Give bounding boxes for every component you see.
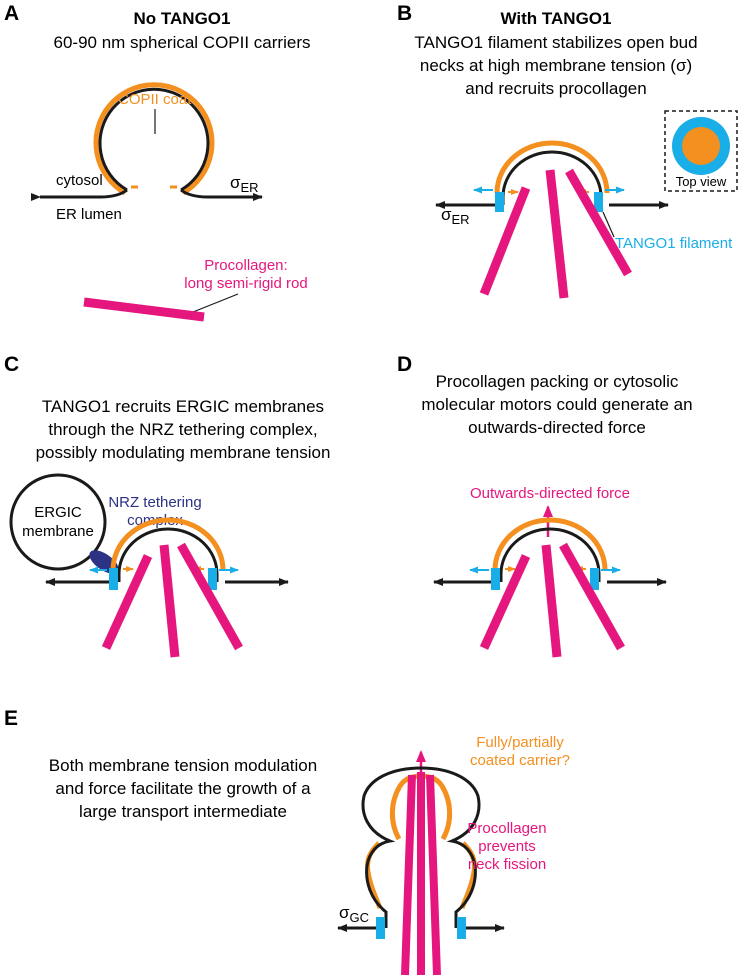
top-view-label: Top view	[676, 174, 727, 189]
d-coat-arc	[492, 517, 608, 571]
e-procollagen-1	[401, 774, 416, 976]
ergic-label-1: ERGIC	[34, 504, 82, 521]
top-view-box	[664, 110, 738, 192]
coated-carrier-label-1: Fully/partially	[476, 734, 564, 751]
panel-c-line1: TANGO1 recruits ERGIC membranes	[42, 397, 324, 416]
procollagen-neck-label-2: prevents	[478, 838, 536, 855]
procollagen-label-1: Procollagen:	[204, 257, 287, 274]
coated-carrier-label-2: coated carrier?	[470, 752, 570, 769]
d-procollagen-right	[559, 542, 625, 651]
c-procollagen-right	[177, 542, 243, 651]
b-procollagen-right	[565, 168, 632, 277]
procollagen-rod	[83, 297, 205, 322]
panel-e: E Both membrane tension modulation and f…	[4, 707, 570, 976]
panel-b-line1: TANGO1 filament stabilizes open bud	[414, 33, 697, 52]
sigma-er-a: σER	[230, 173, 259, 195]
force-label: Outwards-directed force	[470, 485, 630, 502]
b-tango-right	[594, 192, 603, 212]
procollagen-label-2: long semi-rigid rod	[184, 275, 307, 292]
d-tango-right	[590, 568, 599, 590]
panel-a-title: No TANGO1	[134, 9, 231, 28]
b-coat-arc	[494, 140, 610, 194]
panel-c-line2: through the NRZ tethering complex,	[48, 420, 317, 439]
copii-coat-label: COPII coat	[118, 91, 192, 108]
procollagen-neck-label-3: neck fission	[468, 856, 546, 873]
c-coat-arc	[110, 517, 226, 571]
panel-d-line2: molecular motors could generate an	[421, 395, 692, 414]
d-procollagen-middle	[541, 544, 562, 658]
panel-letter-a: A	[4, 2, 19, 25]
e-procollagen-3	[426, 774, 441, 976]
carrier-membrane	[98, 87, 210, 192]
panel-a-subtitle: 60-90 nm spherical COPII carriers	[54, 33, 311, 52]
panel-c-line3: possibly modulating membrane tension	[36, 443, 331, 462]
panel-d-line1: Procollagen packing or cytosolic	[436, 372, 679, 391]
panel-e-line1: Both membrane tension modulation	[49, 756, 317, 775]
panel-letter-c: C	[4, 353, 19, 376]
panel-b-line3: and recruits procollagen	[465, 79, 646, 98]
c-procollagen-left	[101, 554, 153, 650]
b-bud-membrane	[501, 150, 603, 205]
panel-d: D Procollagen packing or cytosolic molec…	[397, 353, 693, 658]
tango-filament-label: TANGO1 filament	[615, 235, 733, 252]
panel-letter-e: E	[4, 707, 18, 730]
d-procollagen-left	[479, 554, 531, 650]
e-carrier-membrane	[361, 766, 481, 928]
procollagen-neck-label-1: Procollagen	[467, 820, 546, 837]
cytosol-label: cytosol	[56, 172, 103, 189]
b-tango-left	[495, 192, 504, 212]
c-tango-left	[109, 568, 118, 590]
ergic-label-2: membrane	[22, 523, 94, 540]
panel-a: A No TANGO1 60-90 nm spherical COPII car…	[4, 2, 311, 322]
nrz-label-1: NRZ tethering	[108, 494, 201, 511]
b-procollagen-left	[479, 186, 531, 296]
d-bud-membrane	[499, 527, 601, 582]
panel-b: B With TANGO1 TANGO1 filament stabilizes…	[397, 2, 738, 299]
panel-letter-d: D	[397, 353, 412, 376]
b-procollagen-middle	[545, 169, 569, 299]
e-tango-right	[457, 917, 466, 939]
panel-b-line2: necks at high membrane tension (σ)	[420, 56, 692, 75]
c-bud-membrane	[117, 527, 219, 582]
er-membrane-right	[180, 188, 263, 201]
copii-coat-arc	[93, 82, 215, 196]
panel-b-title: With TANGO1	[501, 9, 612, 28]
filament-leader	[602, 211, 615, 238]
top-view-coat	[682, 127, 720, 165]
er-lumen-label: ER lumen	[56, 206, 122, 223]
e-tango-left	[376, 917, 385, 939]
sigma-gc: σGC	[339, 903, 369, 925]
c-tango-right	[208, 568, 217, 590]
c-procollagen-middle	[159, 544, 180, 658]
panel-letter-b: B	[397, 2, 412, 25]
panel-e-line2: and force facilitate the growth of a	[55, 779, 311, 798]
d-tango-left	[491, 568, 500, 590]
panel-d-line3: outwards-directed force	[468, 418, 646, 437]
er-membrane-left	[31, 188, 128, 201]
sigma-er-b: σER	[441, 205, 470, 227]
ergic-membrane-circle	[9, 473, 107, 571]
panel-c: C TANGO1 recruits ERGIC membranes throug…	[4, 353, 331, 658]
panel-e-line3: large transport intermediate	[79, 802, 287, 821]
